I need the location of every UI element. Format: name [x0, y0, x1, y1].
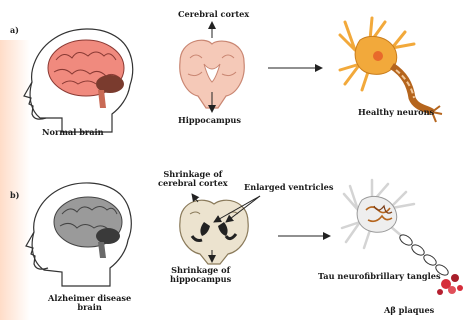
label-enlarged-ventricles: Enlarged ventricles — [244, 183, 333, 192]
label-hippocampus: Hippocampus — [178, 116, 241, 125]
label-shrinkage-hippocampus: Shrinkage of hippocampus — [170, 266, 231, 285]
label-shrinkage-cortex: Shrinkage of cerebral cortex — [158, 170, 228, 189]
ad-cross-section — [180, 200, 248, 264]
label-abeta-plaques: Aβ plaques — [384, 306, 434, 315]
label-normal-brain: Normal brain — [42, 128, 104, 137]
label-ad-brain: Alzheimer disease brain — [48, 294, 131, 313]
panel-b-letter: b) — [10, 190, 19, 200]
label-shrinkage-hippocampus-line2: hippocampus — [170, 275, 231, 284]
label-cerebral-cortex: Cerebral cortex — [178, 10, 249, 19]
label-tau-tangles: Tau neurofibrillary tangles — [318, 272, 441, 281]
label-shrinkage-cortex-line2: cerebral cortex — [158, 179, 228, 188]
label-healthy-neurons: Healthy neurons — [358, 108, 434, 117]
panel-a-letter: a) — [10, 25, 19, 35]
label-ad-brain-line2: brain — [48, 303, 131, 312]
